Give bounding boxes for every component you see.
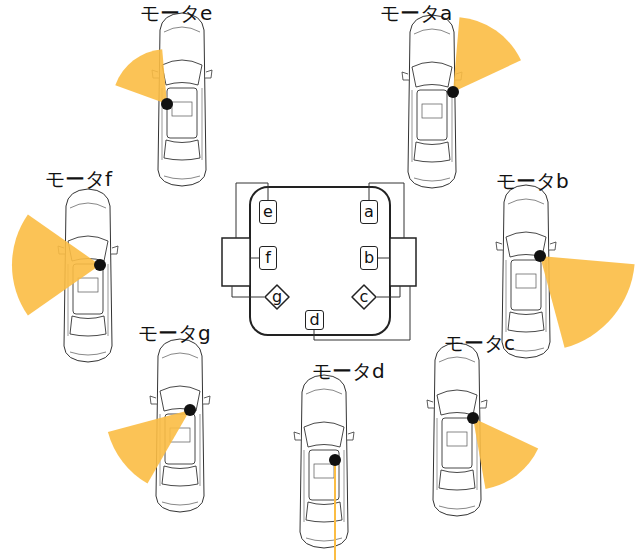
motor-label: モータg xyxy=(138,322,211,344)
motion-range-fans xyxy=(12,17,635,560)
switch-box: d xyxy=(305,310,324,330)
switch-panel xyxy=(222,187,416,335)
motor-label: モータc xyxy=(444,332,515,354)
switch-letter: c xyxy=(360,289,369,305)
motor-label: モータf xyxy=(45,168,112,190)
switch-box: a xyxy=(360,200,378,224)
car-illustrations xyxy=(58,13,556,548)
motor-label: モータe xyxy=(140,2,212,24)
switch-box: b xyxy=(360,246,378,270)
switch-diamond: c xyxy=(351,284,377,310)
motor-label: モータb xyxy=(496,170,569,192)
switch-wires xyxy=(232,183,410,340)
switch-letter: e xyxy=(263,204,273,220)
motor-label: モータd xyxy=(312,360,385,382)
switch-box: e xyxy=(259,200,277,224)
switch-diamond: g xyxy=(264,284,290,310)
switch-box: f xyxy=(259,246,277,270)
switch-letter: a xyxy=(364,204,374,220)
motor-pivots xyxy=(94,86,546,466)
switch-letter: f xyxy=(265,250,271,266)
switch-letter: d xyxy=(309,312,319,328)
motor-label: モータa xyxy=(380,2,452,24)
switch-letter: b xyxy=(364,250,374,266)
switch-letter: g xyxy=(272,289,282,305)
